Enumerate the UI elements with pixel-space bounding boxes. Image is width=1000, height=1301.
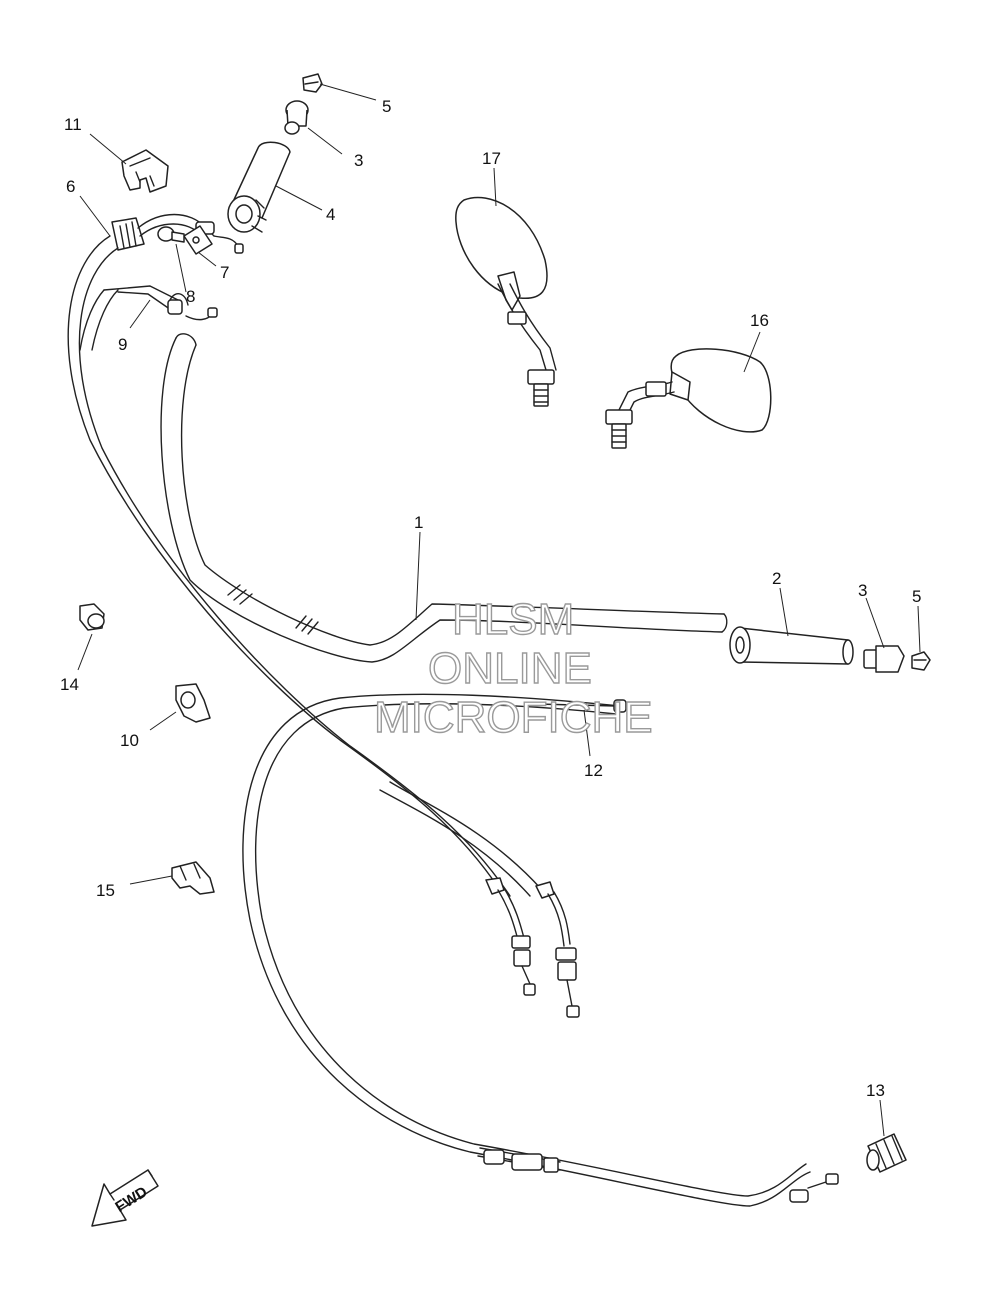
mirror-right: [605, 348, 772, 449]
callout-9: 9: [118, 335, 127, 354]
clip-14: [79, 603, 105, 631]
throttle-grip: [227, 141, 291, 233]
throttle-cable-end-b: [535, 881, 580, 1018]
clamp-11: [121, 149, 169, 193]
clip-15: [171, 861, 215, 895]
clip-10: [175, 683, 211, 723]
callout-14: 14: [60, 675, 79, 694]
callout-1: 1: [414, 513, 423, 532]
callout-12: 12: [584, 761, 603, 780]
callout-labels: 1 2 3 3 4 5 5 6 7 8 9 10 11 12 13 14 15 …: [60, 97, 921, 1100]
callout-5-left: 5: [382, 97, 391, 116]
callout-6: 6: [66, 177, 75, 196]
fwd-arrow-icon: FWD: [91, 1169, 159, 1227]
watermark-line-3: MICROFICHE: [374, 693, 653, 742]
right-grip: [729, 626, 854, 665]
throttle-housing: [111, 213, 244, 254]
watermark: HLSM ONLINE MICROFICHE: [373, 594, 653, 742]
callout-16: 16: [750, 311, 769, 330]
callout-5-right: 5: [912, 587, 921, 606]
callout-11: 11: [64, 115, 82, 134]
cable-adjuster: [866, 1133, 907, 1173]
callout-3-right: 3: [858, 581, 867, 600]
throttle-cables: [67, 235, 543, 897]
callout-3-left: 3: [354, 151, 363, 170]
leader-lines: [77, 83, 921, 1137]
callout-4: 4: [326, 205, 335, 224]
throttle-cable-end-a: [485, 877, 536, 996]
callout-10: 10: [120, 731, 139, 750]
callout-8: 8: [186, 287, 195, 306]
watermark-line-2: ONLINE: [428, 644, 592, 693]
callout-2: 2: [772, 569, 781, 588]
callout-15: 15: [96, 881, 115, 900]
bracket-7: [183, 225, 213, 255]
grip-end-left: [284, 100, 309, 135]
screw-left: [302, 73, 323, 93]
bolt-8: [157, 226, 185, 243]
callout-17: 17: [482, 149, 501, 168]
handlebar: [160, 333, 728, 663]
grip-end-right: [863, 645, 905, 673]
callout-7: 7: [220, 263, 229, 282]
watermark-line-1: HLSM: [452, 595, 574, 644]
mirror-left: [455, 196, 557, 407]
callout-13: 13: [866, 1081, 885, 1100]
screw-right: [911, 651, 931, 671]
cable-12: [242, 693, 839, 1207]
